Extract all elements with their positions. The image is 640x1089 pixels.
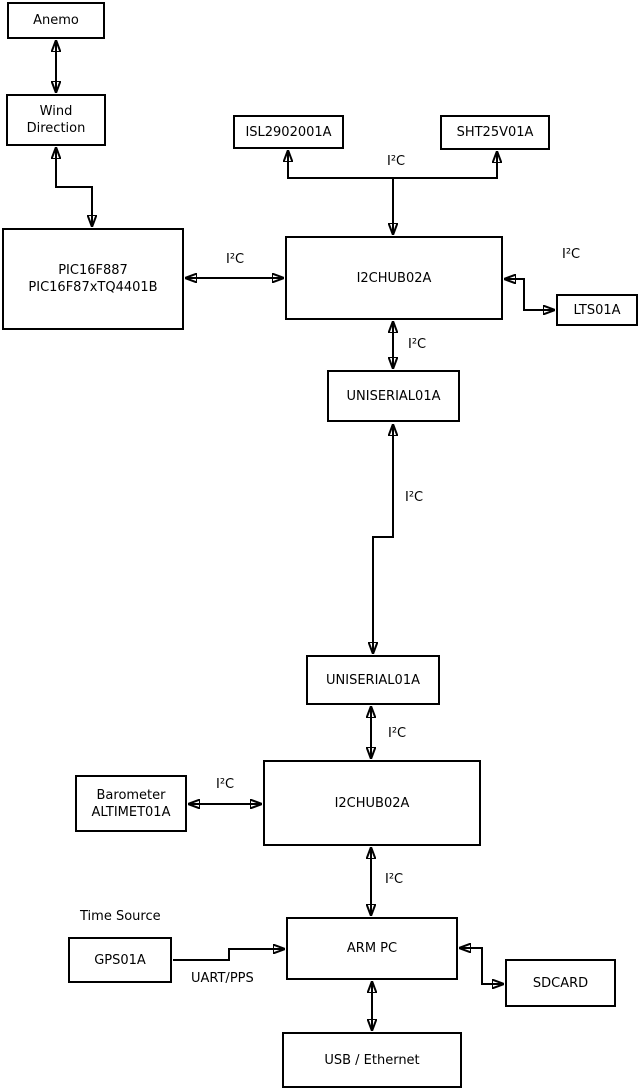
edge-label-i2c-hub1-lts: I²C [562,247,581,262]
connector-wind-pic [56,147,92,227]
box-gps01a: GPS01A [68,937,172,983]
box-i2chub02a-2: I2CHUB02A [263,760,481,846]
box-uniserial01a-1: UNISERIAL01A [327,370,460,422]
edge-label-i2c-uniserial1-uniserial2: I²C [405,490,424,505]
box-lts01a: LTS01A [556,294,638,326]
box-usb-ethernet: USB / Ethernet [282,1032,462,1088]
connector-armpc-sdcard [459,948,504,984]
edge-label-time-source: Time Source [80,909,161,924]
box-isl2902001a: ISL2902001A [233,115,344,149]
box-sht25v01a: SHT25V01A [440,115,550,150]
edge-label-i2c-uniserial2-hub2: I²C [388,726,407,741]
box-wind-direction: Wind Direction [6,94,106,146]
box-arm-pc: ARM PC [286,917,458,980]
edge-label-i2c-hub1-uniserial1: I²C [408,337,427,352]
edge-label-uart-pps: UART/PPS [191,971,254,986]
box-sdcard: SDCARD [505,959,616,1007]
edge-label-i2c-pic-hub1: I²C [226,252,245,267]
connector-uniserial1-uniserial2 [373,424,393,654]
connector-gps-armpc [173,949,285,961]
box-barometer-altimet01a: Barometer ALTIMET01A [75,775,187,832]
edge-label-i2c-hub2-armpc: I²C [385,872,404,887]
box-uniserial01a-2: UNISERIAL01A [306,655,440,705]
box-i2chub02a-1: I2CHUB02A [285,236,503,320]
edge-label-i2c-sensor-branch: I²C [387,154,406,169]
edge-label-i2c-barometer-hub2: I²C [216,777,235,792]
connector-hub1-lts [504,279,555,310]
box-anemo: Anemo [7,2,105,39]
box-pic16f887: PIC16F887 PIC16F87xTQ4401B [2,228,184,330]
